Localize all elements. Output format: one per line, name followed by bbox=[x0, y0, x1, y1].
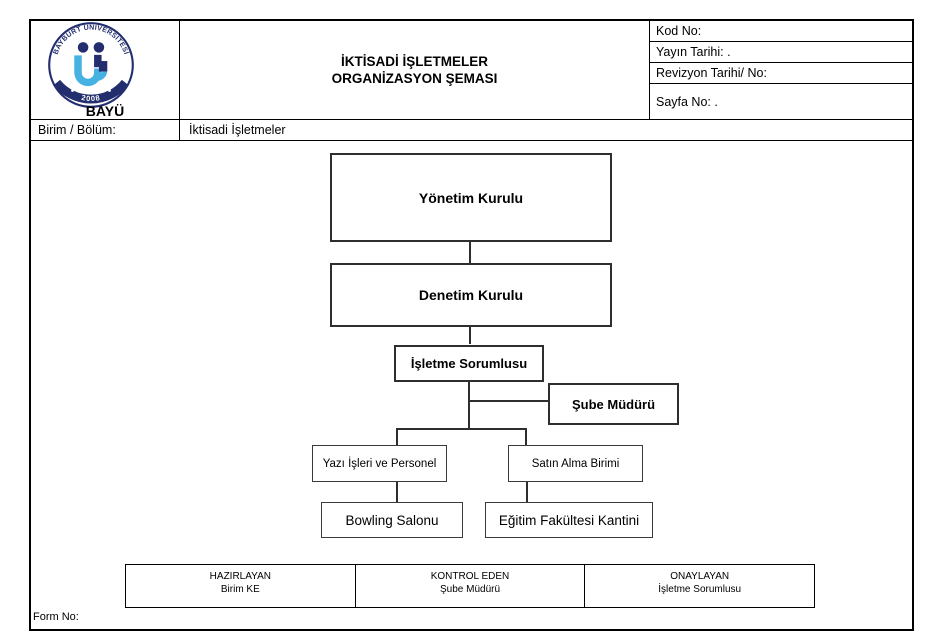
signature-cell-hazirlayan: HAZIRLAYAN Birim KE bbox=[126, 565, 355, 607]
meta-field-sayfa-no: Sayfa No: . bbox=[650, 84, 912, 119]
title-line-1: İKTİSADİ İŞLETMELER bbox=[340, 54, 488, 69]
node-satin-alma: Satın Alma Birimi bbox=[508, 445, 643, 482]
signature-role: KONTROL EDEN bbox=[430, 571, 510, 582]
node-sube-muduru: Şube Müdürü bbox=[548, 383, 679, 425]
signature-name: Birim KE bbox=[220, 584, 260, 595]
meta-field-kod-no: Kod No: bbox=[650, 21, 912, 42]
node-yonetim-kurulu: Yönetim Kurulu bbox=[330, 153, 612, 242]
page-border bbox=[29, 19, 914, 631]
logo-abbreviation: BAYÜ bbox=[85, 103, 125, 119]
connector-satin-egitim bbox=[526, 481, 528, 503]
node-bowling-salonu: Bowling Salonu bbox=[321, 502, 463, 538]
title-line-2: ORGANİZASYON ŞEMASI bbox=[331, 71, 498, 86]
signature-cell-onaylayan: ONAYLAYAN İşletme Sorumlusu bbox=[584, 565, 814, 607]
document-title: İKTİSADİ İŞLETMELER ORGANİZASYON ŞEMASI bbox=[180, 21, 650, 119]
logo-year-text: 2008 bbox=[81, 93, 101, 103]
signature-name: Şube Müdürü bbox=[439, 584, 501, 595]
signature-role: HAZIRLAYAN bbox=[209, 571, 271, 582]
signature-cell-kontrol-eden: KONTROL EDEN Şube Müdürü bbox=[354, 565, 585, 607]
signature-name: İşletme Sorumlusu bbox=[658, 584, 742, 595]
node-isletme-sorumlusu: İşletme Sorumlusu bbox=[394, 345, 544, 382]
logo-cell: BAYBURT ÜNİVERSİTESİ 2008 BAYÜ bbox=[31, 21, 180, 119]
logo-emblem bbox=[74, 42, 108, 87]
connector-drop-satin bbox=[525, 429, 527, 446]
connector-branch-horizontal bbox=[396, 428, 527, 430]
meta-field-yayin-tarihi: Yayın Tarihi: . bbox=[650, 42, 912, 63]
signature-role: ONAYLAYAN bbox=[670, 571, 730, 582]
form-no-label: Form No: bbox=[33, 611, 79, 623]
connector-isletme-down bbox=[468, 381, 470, 429]
connector-yazi-bowling bbox=[396, 481, 398, 503]
svg-text:2008: 2008 bbox=[81, 93, 102, 103]
unit-row-label: Birim / Bölüm: bbox=[31, 119, 180, 141]
university-logo-icon: BAYBURT ÜNİVERSİTESİ 2008 bbox=[48, 22, 134, 108]
signature-table: HAZIRLAYAN Birim KE KONTROL EDEN Şube Mü… bbox=[125, 564, 815, 608]
node-egitim-kantini: Eğitim Fakültesi Kantini bbox=[485, 502, 653, 538]
node-denetim-kurulu: Denetim Kurulu bbox=[330, 263, 612, 327]
meta-field-revizyon: Revizyon Tarihi/ No: bbox=[650, 63, 912, 84]
node-yazi-isleri: Yazı İşleri ve Personel bbox=[312, 445, 447, 482]
connector-yonetim-denetim bbox=[469, 241, 471, 264]
connector-spur-sube bbox=[468, 400, 548, 402]
unit-row-value: İktisadi İşletmeler bbox=[180, 119, 912, 141]
connector-denetim-isletme bbox=[469, 326, 471, 344]
connector-drop-yazi bbox=[396, 429, 398, 446]
